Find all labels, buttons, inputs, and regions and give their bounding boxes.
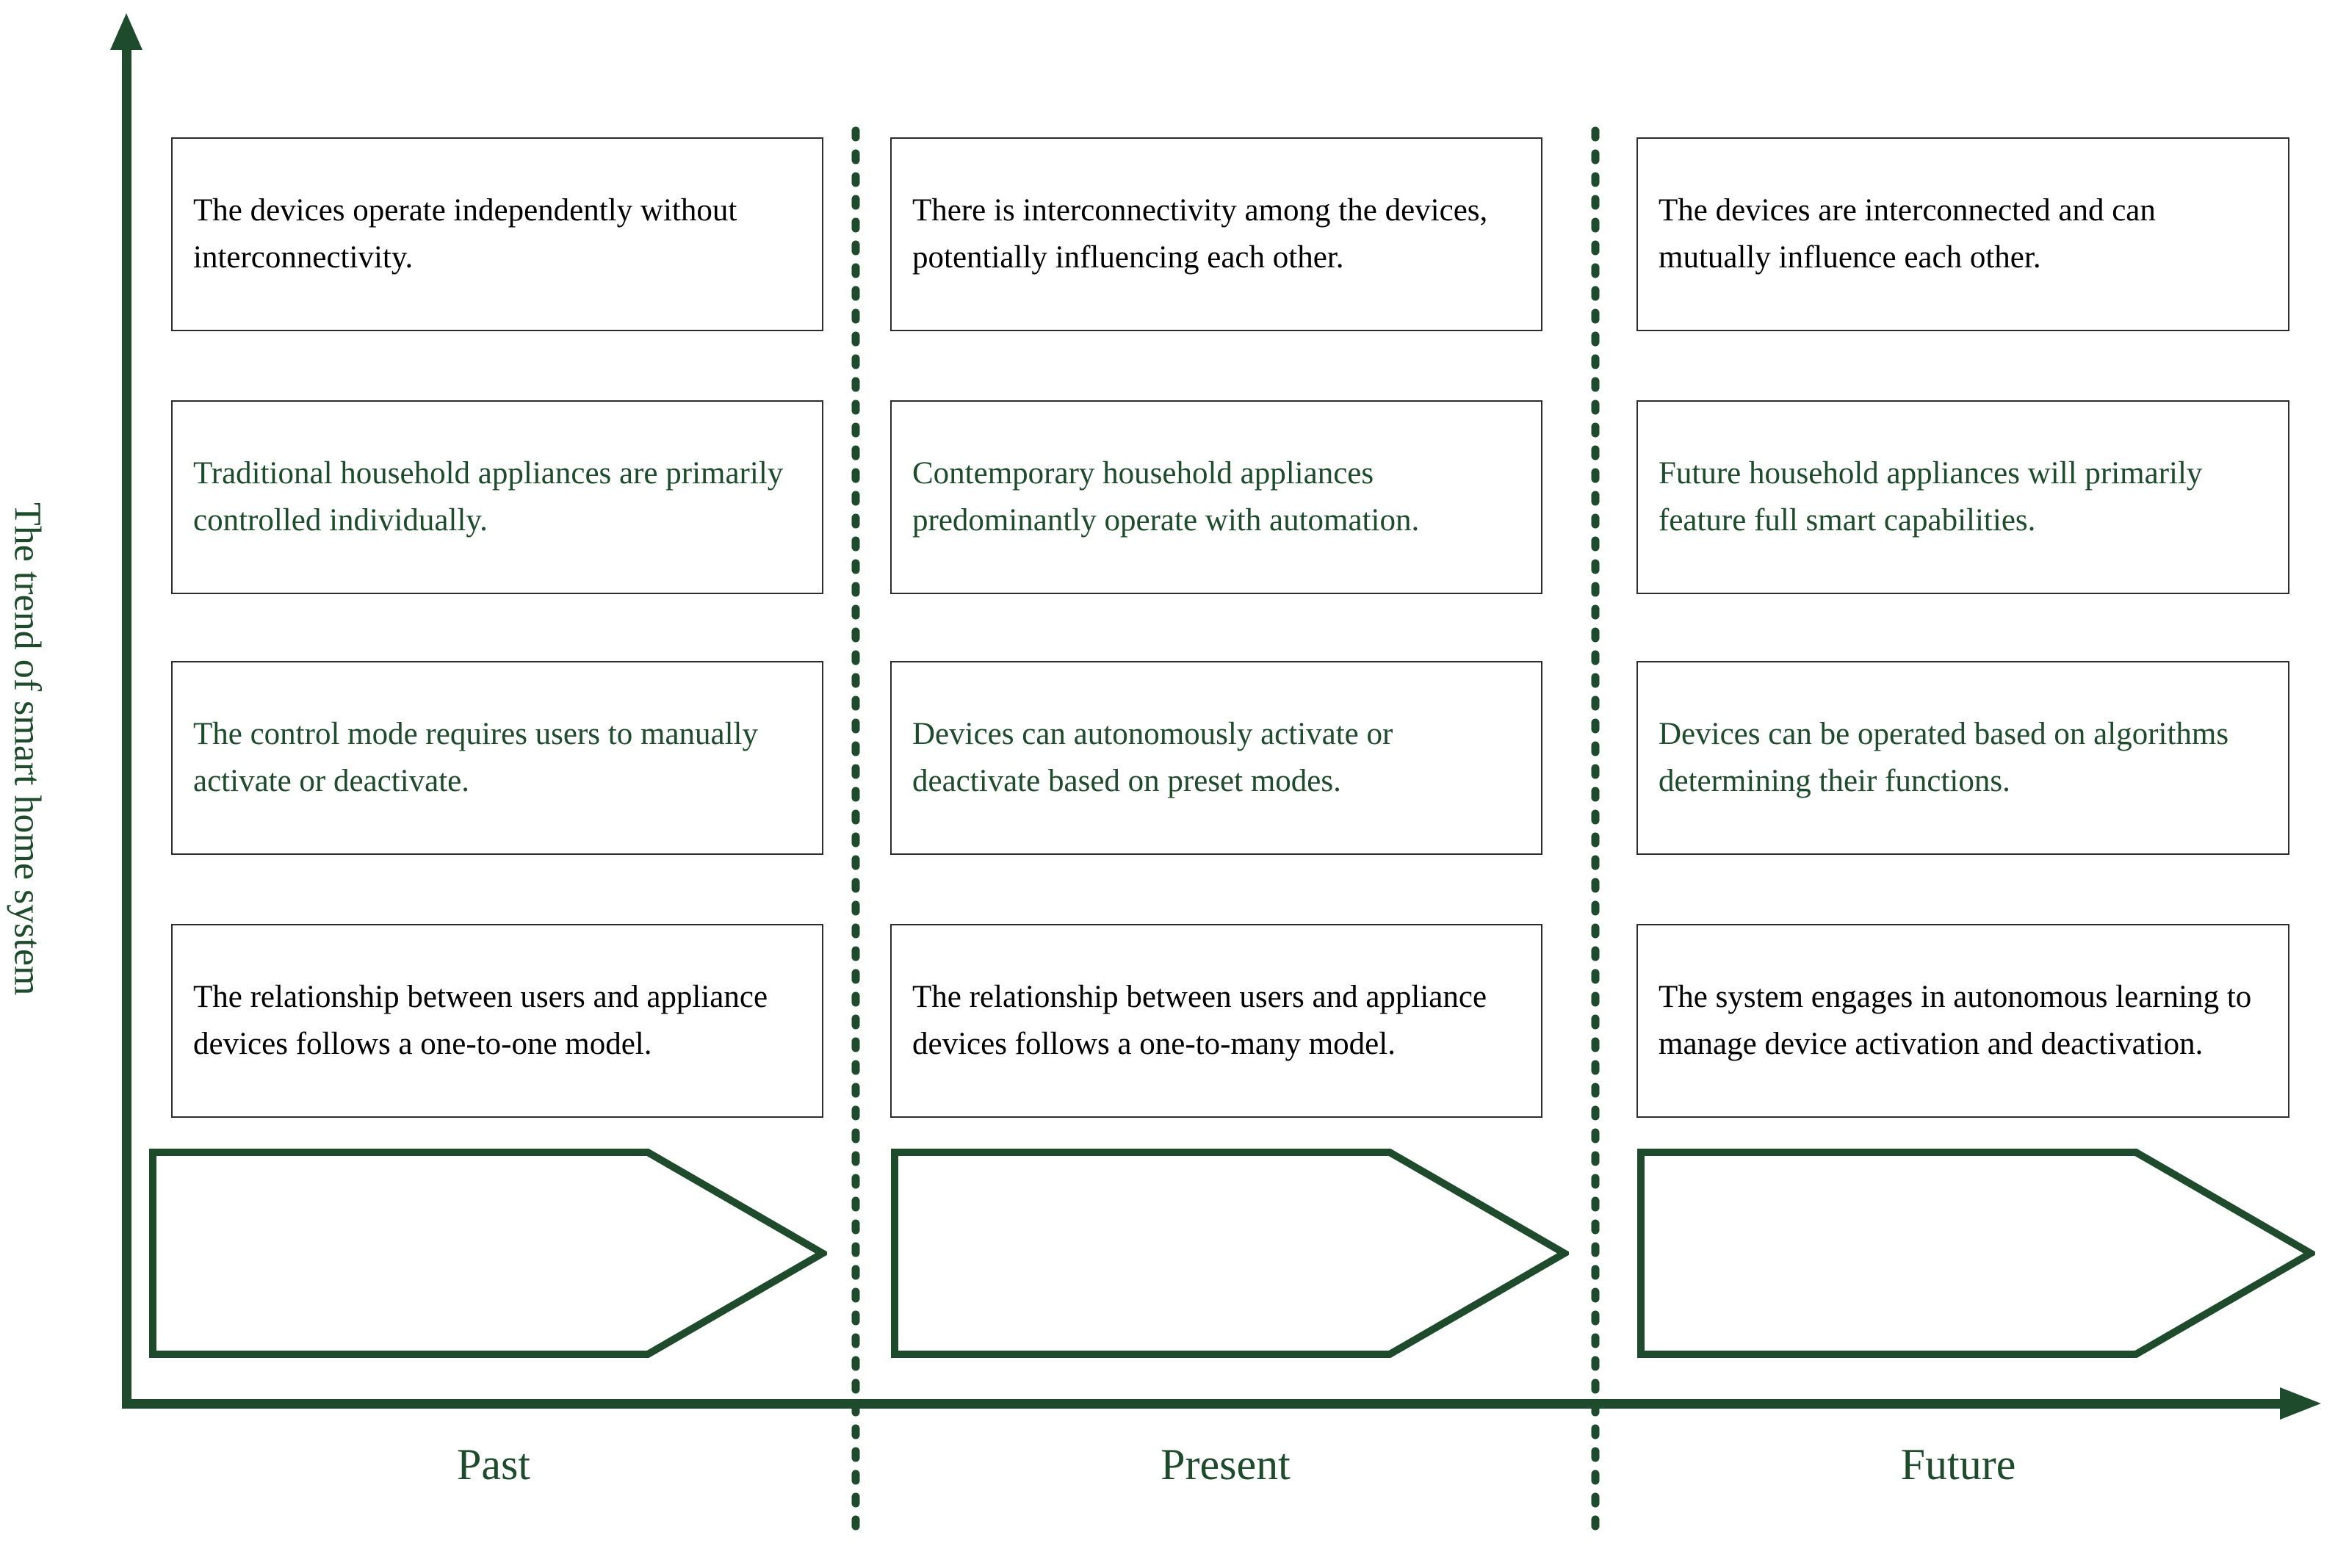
note-text: There is interconnectivity among the dev… <box>912 192 1488 275</box>
pentagon-arrow-past-icon <box>149 1149 827 1358</box>
note-text: Devices can be operated based on algorit… <box>1659 716 2229 799</box>
note-text: Future household appliances will primari… <box>1659 455 2203 538</box>
note-box-future-connectivity: The devices are interconnected and can m… <box>1636 137 2289 331</box>
note-text: The system engages in autonomous learnin… <box>1659 979 2252 1062</box>
right-arrowhead-icon <box>2280 1387 2321 1420</box>
up-arrowhead-icon <box>110 13 142 50</box>
note-box-present-appliances: Contemporary household appliances predom… <box>890 400 1542 594</box>
note-box-past-connectivity: The devices operate independently withou… <box>171 137 823 331</box>
note-text: The control mode requires users to manua… <box>193 716 759 799</box>
note-text: The devices are interconnected and can m… <box>1659 192 2156 275</box>
note-box-present-relationship: The relationship between users and appli… <box>890 924 1542 1118</box>
note-text: Devices can autonomously activate or dea… <box>912 716 1393 799</box>
note-box-present-control-mode: Devices can autonomously activate or dea… <box>890 661 1542 855</box>
period-label-present: Present <box>1161 1439 1291 1489</box>
dotted-separator-present-future <box>1591 126 1600 1537</box>
note-box-present-connectivity: There is interconnectivity among the dev… <box>890 137 1542 331</box>
period-label-past: Past <box>456 1439 531 1489</box>
x-axis-line <box>122 1399 2284 1409</box>
note-box-future-appliances: Future household appliances will primari… <box>1636 400 2289 594</box>
note-text: Traditional household appliances are pri… <box>193 455 784 538</box>
dotted-separator-past-present <box>851 126 860 1537</box>
note-box-future-relationship: The system engages in autonomous learnin… <box>1636 924 2289 1118</box>
note-text: The devices operate independently withou… <box>193 192 737 275</box>
pentagon-arrow-present-icon <box>891 1149 1569 1358</box>
note-text: Contemporary household appliances predom… <box>912 455 1420 538</box>
y-axis-line <box>122 35 131 1409</box>
note-box-past-appliances: Traditional household appliances are pri… <box>171 400 823 594</box>
note-box-past-relationship: The relationship between users and appli… <box>171 924 823 1118</box>
note-text: The relationship between users and appli… <box>193 979 768 1062</box>
pentagon-arrow-future-icon <box>1637 1149 2315 1358</box>
y-axis-label: The trend of smart home system <box>6 502 48 996</box>
period-label-future: Future <box>1900 1439 2016 1489</box>
note-text: The relationship between users and appli… <box>912 979 1487 1062</box>
note-box-past-control-mode: The control mode requires users to manua… <box>171 661 823 855</box>
note-box-future-control-mode: Devices can be operated based on algorit… <box>1636 661 2289 855</box>
